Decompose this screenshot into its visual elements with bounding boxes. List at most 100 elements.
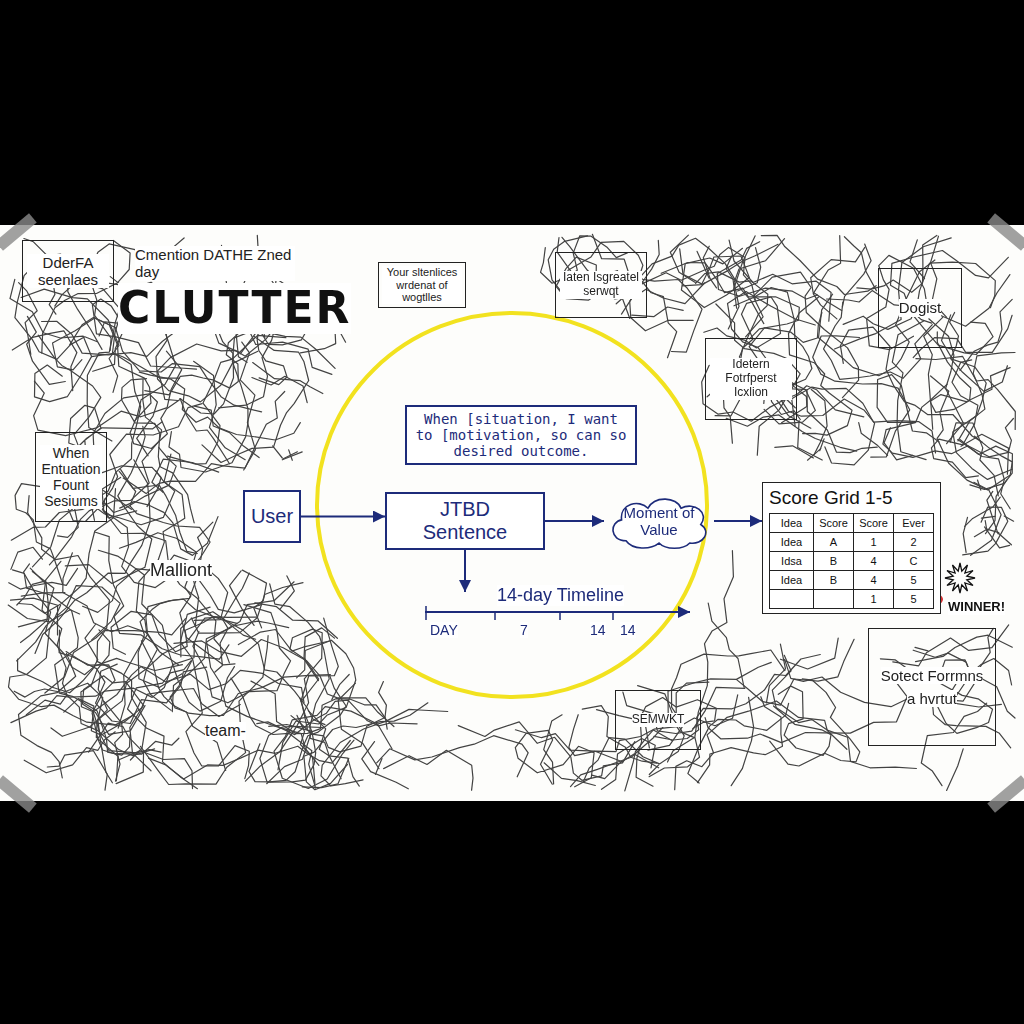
scribble-line — [843, 262, 995, 329]
scribble-line — [34, 351, 182, 436]
clutter-box: Idetern Fotrfperst Icxlion — [705, 338, 797, 420]
scribble-line — [557, 238, 704, 304]
scribble-line — [308, 711, 359, 786]
scribble-line — [844, 237, 876, 291]
table-cell-text: Idea — [781, 536, 802, 548]
table-cell-text: 1 — [870, 593, 876, 605]
scribble-line — [891, 251, 1009, 324]
table-cell: A — [814, 533, 854, 552]
clutter-box: SEMWKT — [615, 690, 701, 750]
scribble-line — [111, 611, 257, 654]
scribble-line — [141, 641, 330, 716]
table-cell-text: Idea — [781, 517, 802, 529]
table-cell-text: A — [830, 536, 837, 548]
scribble-line — [811, 390, 827, 456]
scribble-line — [985, 521, 987, 531]
scribble-line — [738, 248, 761, 291]
scribble-line — [950, 423, 998, 496]
clutter-note: Cmention DATHE Zned day — [135, 246, 295, 281]
table-cell: Idea — [770, 571, 814, 590]
scribble-line — [648, 650, 785, 750]
scribble-line — [207, 621, 319, 765]
scribble-line — [986, 480, 1007, 534]
scribble-line — [98, 664, 117, 783]
scribble-line — [963, 507, 1008, 555]
scribble-line — [913, 315, 1012, 357]
scribble-line — [981, 516, 995, 518]
scribble-line — [842, 244, 871, 307]
scribble-line — [961, 434, 1009, 474]
scribble-line — [515, 730, 622, 762]
scribble-line — [775, 446, 814, 458]
tape-corners — [0, 213, 1024, 812]
scribble-line — [808, 449, 821, 461]
scribble-line — [859, 423, 888, 456]
box-text: Score Grid 1-5 — [769, 487, 934, 509]
scribble-line — [515, 730, 594, 787]
scribble-line — [51, 617, 256, 736]
scribble-line — [297, 715, 315, 783]
winner-circle — [846, 588, 942, 611]
scribble-line — [245, 629, 322, 781]
scribble-line — [260, 725, 323, 783]
scribble-line — [280, 576, 294, 609]
scribble-line — [941, 275, 1010, 327]
scribble-line — [931, 376, 1013, 490]
scribble-line — [998, 533, 1012, 545]
scribble-line — [66, 652, 179, 755]
scribble-line — [274, 707, 392, 789]
scribble-line — [766, 644, 785, 703]
scribble-line — [251, 681, 387, 734]
scribble-line — [17, 586, 121, 661]
scribble-line — [774, 686, 832, 755]
scribble-line — [827, 291, 994, 355]
scribble-line — [375, 759, 382, 775]
scribble-line — [915, 647, 928, 651]
scribble-line — [139, 372, 300, 440]
scribble-line — [252, 376, 307, 402]
scribble-line — [625, 695, 738, 791]
scribble-line — [24, 732, 115, 773]
statement-box: When [situation, I want to [motivation, … — [405, 405, 637, 465]
scribble-line — [958, 440, 1011, 509]
scribble-line — [884, 428, 913, 460]
scribble-line — [960, 440, 1013, 490]
scribble-line — [253, 363, 323, 394]
scribble-line — [249, 675, 346, 782]
box-text: DderFA seenlaes — [27, 254, 109, 289]
scribble-line — [649, 765, 658, 775]
table-cell: Ever — [894, 514, 934, 533]
timeline-title: 14-day Timeline — [497, 585, 624, 606]
scribble-line — [931, 360, 978, 478]
scribble-line — [883, 419, 1014, 458]
table-cell: B — [814, 552, 854, 571]
scribble-line — [708, 603, 744, 688]
box-text: Moment of Value — [618, 504, 700, 539]
scribble-line — [267, 698, 312, 784]
scribble-line — [971, 482, 1002, 555]
scribble-line — [102, 477, 229, 663]
scribble-line — [661, 263, 799, 339]
scribble-line — [12, 331, 77, 391]
box-text: Iaten Isgreatel serwqt — [560, 271, 642, 299]
table-cell: Idsa — [770, 552, 814, 571]
scribble-line — [362, 742, 409, 789]
flow-arrow — [301, 516, 385, 518]
flow-arrow — [545, 520, 604, 522]
scribble-line — [141, 636, 269, 785]
process-box: JTBD Sentence — [385, 492, 545, 550]
scribble-line — [122, 379, 195, 523]
scribble-line — [705, 681, 907, 743]
timeline-line — [425, 611, 690, 613]
table-cell-text: B — [830, 574, 837, 586]
scribble-line — [680, 244, 778, 284]
scribble-line — [13, 570, 53, 596]
scribble-line — [728, 239, 784, 329]
scribble-line — [697, 251, 709, 278]
table-cell-text: C — [910, 555, 918, 567]
scribble-line — [857, 235, 937, 292]
scribble-line — [951, 703, 1002, 707]
scribble-line — [965, 497, 1001, 526]
scribble-line — [11, 598, 58, 635]
